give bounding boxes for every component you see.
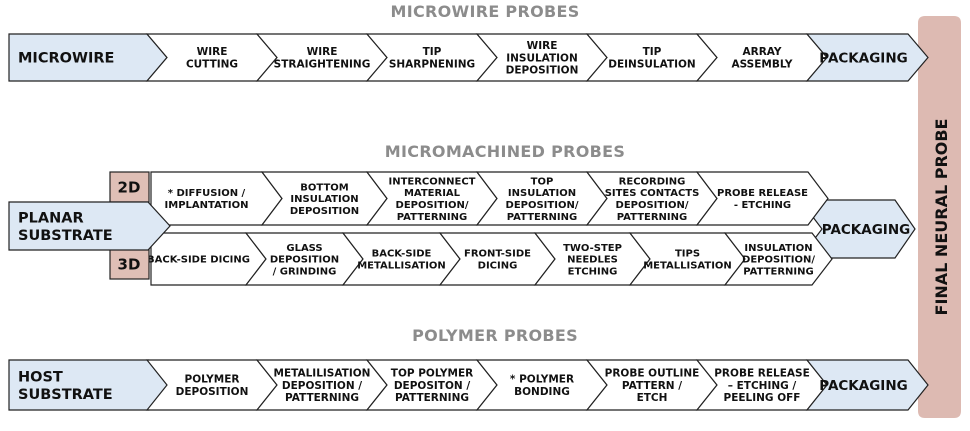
- micromachined-2d-step-label: PROBE RELEASE- ETCHING: [717, 188, 808, 211]
- tag-3d-box: [109, 248, 150, 280]
- micromachined-3d-step-chevron: [723, 232, 833, 286]
- micromachined-2d-step-chevron: [695, 171, 829, 226]
- micromachined-packaging-label: PACKAGING: [822, 222, 910, 238]
- microwire-section-title: MICROWIRE PROBES: [390, 2, 580, 21]
- micromachined-3d-step-label: BACK-SIDE DICING: [147, 255, 250, 266]
- microwire-packaging-label: PACKAGING: [819, 50, 907, 66]
- tag-3d-label: 3D: [118, 255, 141, 273]
- microwire-start-label: MICROWIRE: [18, 51, 114, 67]
- polymer-step-label: PROBE RELEASE– ETCHING /PEELING OFF: [714, 367, 810, 404]
- microwire-packaging-chevron: [805, 33, 929, 82]
- micromachined-start-chevron: [8, 201, 171, 251]
- micromachined-section-title: MICROMACHINED PROBES: [384, 142, 626, 161]
- micromachined-packaging-chevron: [798, 199, 916, 259]
- final-neural-probe-label: FINAL NEURAL PROBE: [932, 119, 951, 316]
- final-neural-probe-bar: [918, 16, 961, 418]
- polymer-section-title: POLYMER PROBES: [412, 326, 578, 345]
- micromachined-2d-step-label: * DIFFUSION /IMPLANTATION: [165, 188, 249, 211]
- tag-2d-label: 2D: [118, 178, 141, 196]
- polymer-packaging-chevron: [805, 359, 929, 411]
- polymer-packaging-label: PACKAGING: [819, 378, 907, 394]
